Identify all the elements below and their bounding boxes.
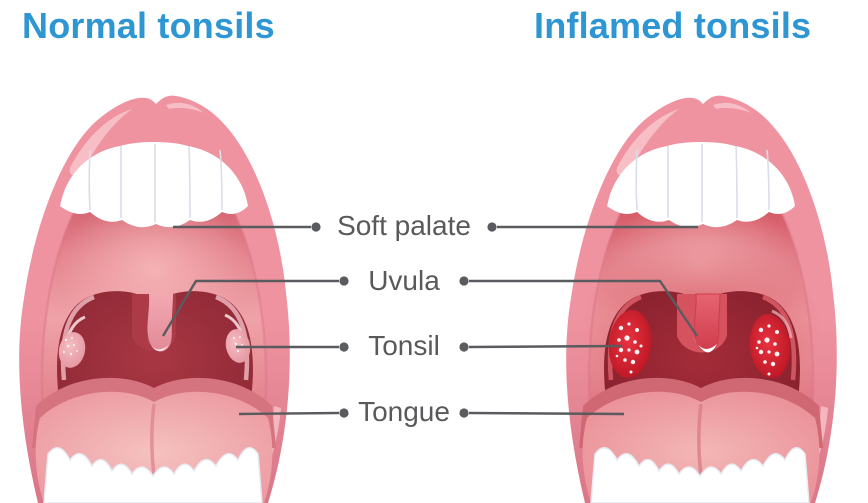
leader-dot — [339, 408, 349, 418]
upper-teeth — [607, 142, 795, 228]
inflamed-mouth-svg — [566, 95, 837, 503]
tonsil-left — [58, 332, 86, 368]
pillar-rim-left — [60, 294, 95, 381]
tonsil-specks — [62, 337, 78, 356]
lip-highlight-right — [166, 102, 204, 113]
lower-teeth — [43, 447, 263, 503]
lip-highlight-left — [616, 109, 679, 176]
lip-highlight-left — [69, 109, 132, 176]
title-normal-tonsils: Normal tonsils — [22, 5, 275, 46]
normal-mouth-illustration — [8, 88, 300, 503]
lip-highlight-right — [713, 102, 751, 113]
uvula-tip-highlight — [693, 336, 717, 353]
label-tongue: Tongue — [358, 396, 450, 427]
leader-dot — [459, 342, 469, 352]
title-inflamed-tonsils: Inflamed tonsils — [534, 5, 812, 46]
leader-dot — [459, 276, 469, 286]
leader-dot — [459, 408, 469, 418]
leader-dot — [339, 342, 349, 352]
tonsil-right — [749, 314, 791, 378]
inflamed-mouth-illustration — [555, 88, 847, 503]
normal-mouth-svg — [19, 95, 290, 503]
label-tonsil: Tonsil — [368, 330, 440, 361]
leader-dot — [311, 222, 321, 232]
teeth-separators — [635, 144, 770, 222]
pillar-rim-hi-right — [771, 309, 793, 339]
tongue-crease — [150, 403, 156, 477]
label-soft-palate: Soft palate — [337, 210, 471, 241]
label-uvula: Uvula — [368, 265, 440, 296]
lower-teeth — [590, 447, 810, 503]
tongue-crease — [697, 403, 703, 477]
leader-dot — [339, 276, 349, 286]
leader-dot — [487, 222, 497, 232]
teeth-separators — [88, 144, 223, 222]
uvula — [693, 293, 721, 353]
upper-teeth — [60, 142, 248, 228]
uvula — [147, 294, 173, 352]
tonsil-exudate-spots — [755, 324, 780, 376]
